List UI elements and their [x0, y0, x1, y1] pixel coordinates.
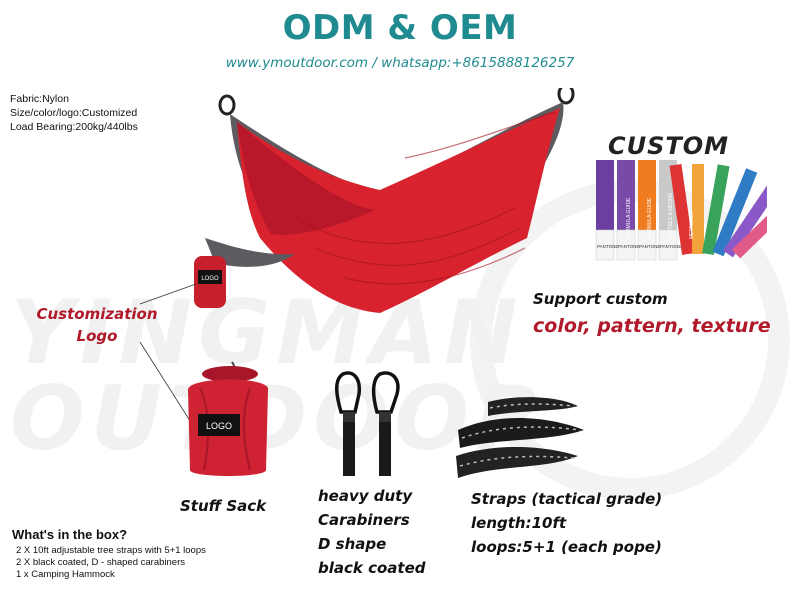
specs-list: Fabric:Nylon Size/color/logo:Customized …: [10, 92, 138, 134]
straps-line-1: Straps (tactical grade): [471, 490, 663, 508]
small-sack-logo: LOGO: [201, 276, 219, 282]
custom-features-text: color, pattern, texture: [533, 315, 771, 337]
stuff-sack-label: Stuff Sack: [180, 497, 267, 515]
spec-load: Load Bearing:200kg/440lbs: [10, 121, 138, 133]
straps-line-3: loops:5+1 (each pope): [471, 538, 662, 556]
customization-logo-label: Customization Logo: [34, 303, 160, 347]
carabiners-image: [335, 371, 400, 476]
custom-heading: CUSTOM: [608, 132, 730, 160]
stuff-sack-logo: LOGO: [206, 421, 232, 431]
swatch-brand-2: PANTONE: [618, 244, 640, 249]
contact-line: www.ymoutdoor.com / whatsapp:+8615888126…: [225, 55, 575, 71]
customization-label-line-2: Logo: [76, 327, 118, 345]
pantone-swatches-image: [595, 160, 767, 261]
swatch-card-label-3: PASTELS & NEONS: [668, 192, 674, 239]
swatch-card-label-2: FORMULA GUIDE: [647, 197, 653, 239]
box-item-hammock: 1 x Camping Hammock: [16, 569, 115, 580]
page-title: ODM & OEM: [282, 8, 518, 48]
watermark-line-2: OUTDOOR: [10, 367, 549, 470]
straps-image: [456, 397, 584, 478]
box-item-straps: 2 X 10ft adjustable tree straps with 5+1…: [16, 545, 206, 556]
straps-label: Straps (tactical grade) length:10ft loop…: [471, 487, 662, 559]
customization-label-line-1: Customization: [36, 305, 158, 323]
spec-fabric: Fabric:Nylon: [10, 93, 69, 105]
hammock-image: [205, 88, 575, 313]
watermark-line-1: YINGMAN: [10, 281, 524, 384]
carabiners-label: heavy duty Carabiners D shape black coat…: [318, 484, 426, 580]
swatch-card-label-4: METALLICS: [689, 211, 695, 239]
swatch-brand-3: PANTONE: [639, 244, 661, 249]
small-sack-image: LOGO: [194, 256, 226, 308]
watermark: YINGMAN OUTDOOR: [10, 281, 770, 490]
swatch-brand-4: PANTONE: [660, 244, 682, 249]
straps-line-2: length:10ft: [471, 514, 567, 532]
carabiners-line-2: Carabiners: [318, 511, 410, 529]
swatch-card-label-1: FORMULA GUIDE: [626, 197, 632, 239]
spec-size: Size/color/logo:Customized: [10, 107, 138, 119]
box-item-carabiners: 2 X black coated, D - shaped carabiners: [16, 557, 185, 568]
carabiners-line-3: D shape: [318, 535, 387, 553]
support-custom-text: Support custom: [533, 290, 668, 308]
box-contents-list: 2 X 10ft adjustable tree straps with 5+1…: [16, 545, 206, 581]
stuff-sack-image: LOGO: [188, 361, 269, 476]
carabiners-line-4: black coated: [318, 559, 426, 577]
carabiners-line-1: heavy duty: [318, 487, 413, 505]
swatch-brand-1: PANTONE: [597, 244, 619, 249]
box-title: What's in the box?: [12, 527, 128, 542]
